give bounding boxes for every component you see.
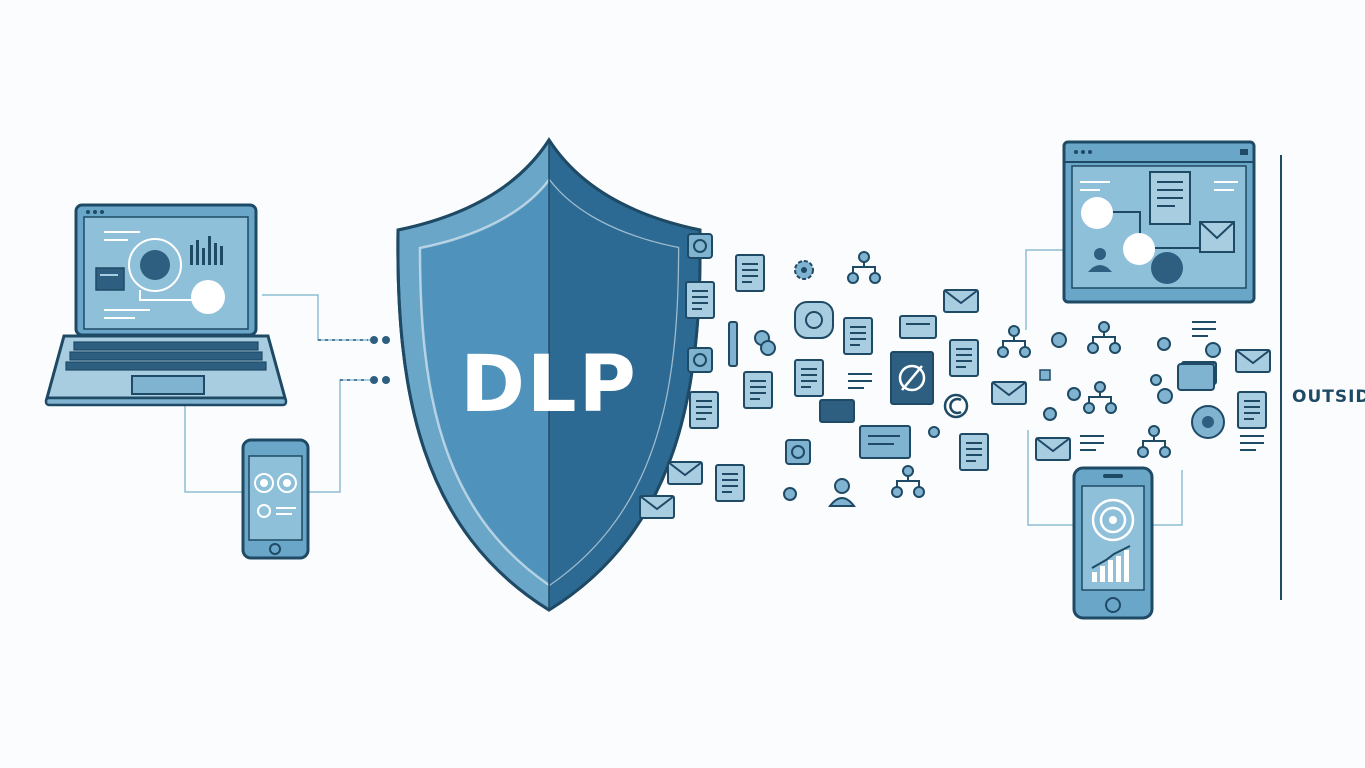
- shield-icon: DLP: [396, 137, 702, 612]
- outside-label: OUTSID: [1292, 387, 1365, 407]
- copyright-icon: [943, 393, 969, 419]
- gear-icon: [794, 260, 814, 280]
- smartphone-icon: [1072, 466, 1154, 620]
- right-connectors: [1025, 249, 1183, 526]
- left-connectors: [184, 294, 370, 493]
- lock-icon: [1177, 363, 1215, 391]
- data-icons: [639, 233, 1271, 519]
- smartphone-icon: [241, 438, 310, 560]
- laptop-icon: [44, 203, 288, 407]
- chat-bubble-icon: [794, 301, 834, 339]
- shield-label: DLP: [460, 340, 638, 430]
- browser-window-icon: [1062, 140, 1256, 304]
